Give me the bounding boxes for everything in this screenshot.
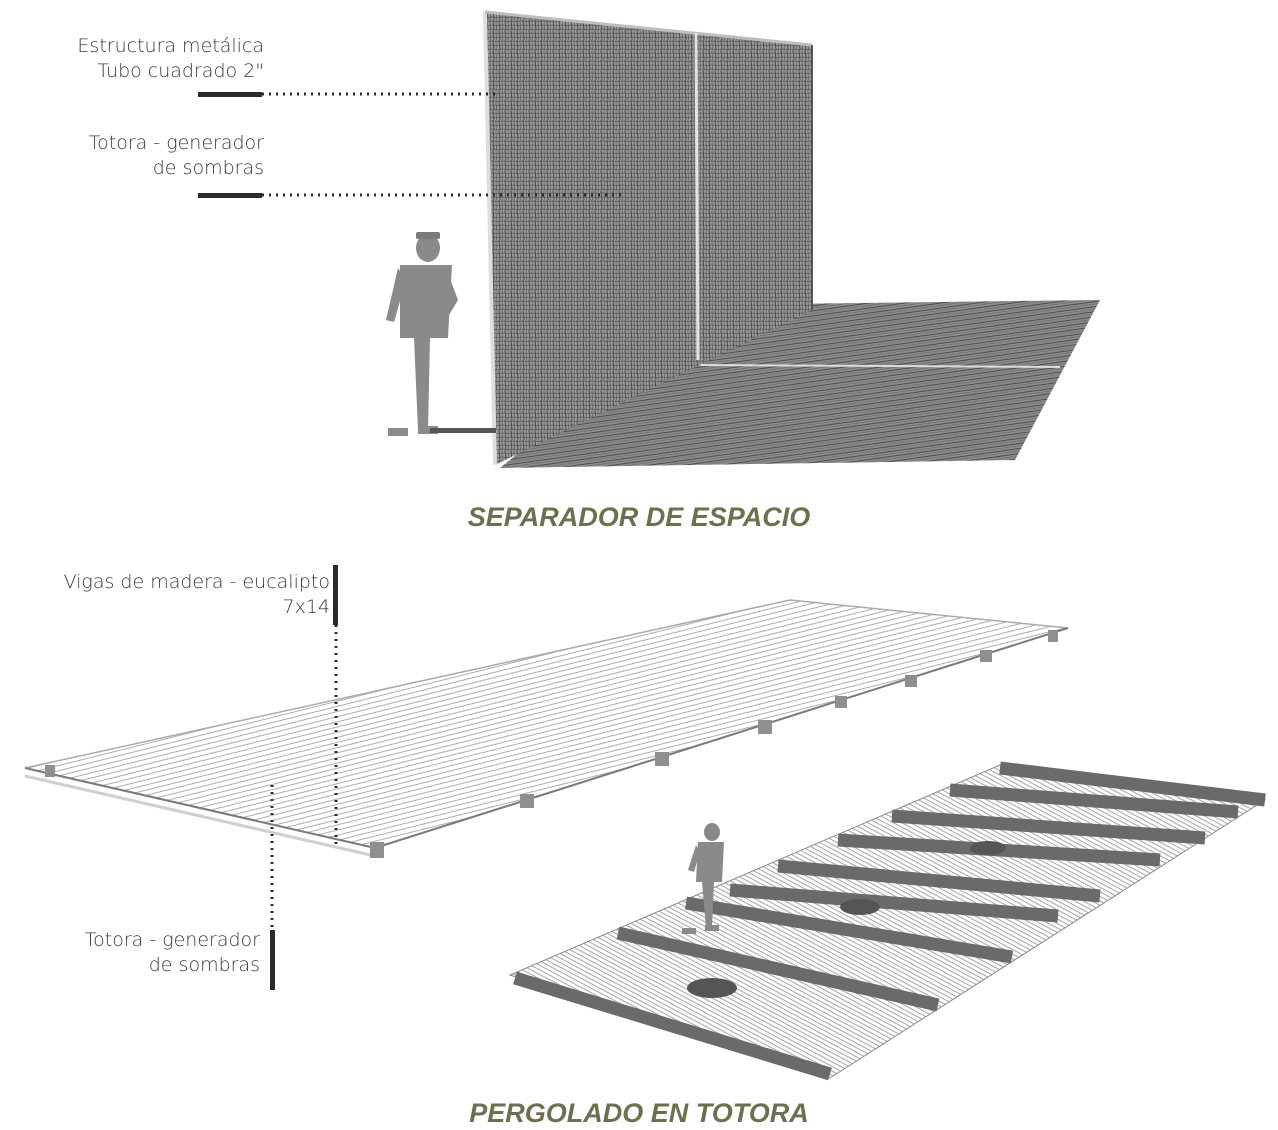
shadow-blobs	[687, 841, 1006, 998]
person-figure-bottom	[682, 823, 724, 934]
leader-bar-2	[198, 193, 262, 198]
person-figure-top	[386, 232, 496, 436]
leader-bar-4	[270, 930, 275, 990]
label-metal-structure-line2: Tubo cuadrado 2"	[97, 60, 264, 82]
label-wood-beams: Vigas de madera - eucalipto 7x14	[64, 570, 330, 620]
beam-shadows	[513, 761, 1266, 1081]
label-wood-beams-line2: 7x14	[282, 596, 330, 618]
separator-wall-drawing	[386, 10, 1100, 468]
pergola-ground-shadow	[508, 764, 1267, 1079]
label-totora-top-line1: Totora - generador	[88, 132, 264, 154]
leader-bar-1	[198, 92, 262, 97]
label-totora-bottom: Totora - generador de sombras	[85, 928, 260, 978]
title-pergola: PERGOLADO EN TOTORA	[469, 1098, 809, 1128]
label-metal-structure-line1: Estructura metálica	[77, 35, 264, 57]
floor-shadow	[500, 300, 1100, 468]
label-metal-structure: Estructura metálica Tubo cuadrado 2"	[77, 34, 264, 84]
wall-frame-left	[483, 11, 497, 466]
floor-joint	[699, 364, 1061, 368]
beam-ends	[45, 630, 1058, 858]
label-totora-top: Totora - generador de sombras	[89, 131, 264, 181]
top-leaders	[198, 92, 622, 198]
leader-bar-3	[333, 565, 338, 625]
label-totora-top-line2: de sombras	[152, 157, 264, 179]
pergola-drawing	[24, 599, 1267, 1081]
title-separator: SEPARADOR DE ESPACIO	[467, 502, 811, 532]
label-totora-bottom-line2: de sombras	[148, 954, 260, 976]
bottom-leaders	[270, 565, 338, 990]
wall-frame-mid	[694, 32, 700, 361]
label-wood-beams-line1: Vigas de madera - eucalipto	[63, 571, 330, 593]
label-totora-bottom-line1: Totora - generador	[84, 929, 260, 951]
wall-frame-top	[484, 10, 813, 47]
